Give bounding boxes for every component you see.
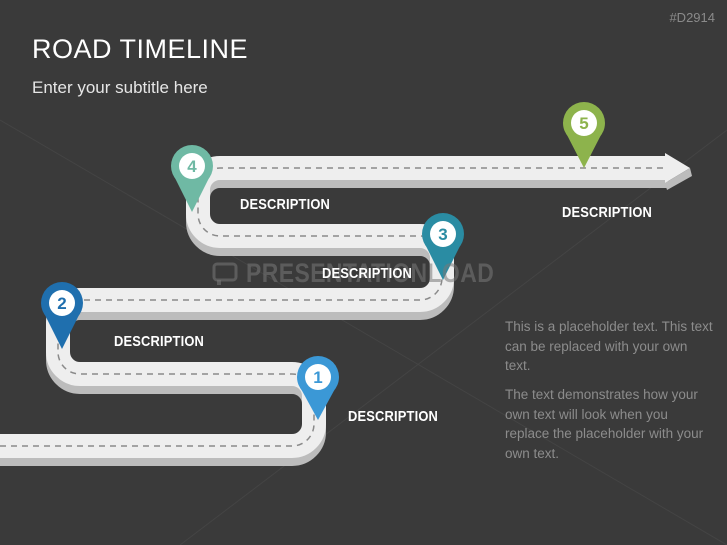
road-arrow-head [665, 153, 690, 183]
road-arrow-head-shadow [665, 168, 692, 190]
placeholder-paragraph-2: The text demonstrates how your own text … [505, 387, 704, 461]
watermark-logo-icon [212, 262, 238, 285]
pin-2-number: 2 [57, 294, 66, 313]
pin-3-number: 3 [438, 225, 447, 244]
pin-4: 4 [171, 145, 213, 212]
milestone-2-description: DESCRIPTION [114, 333, 205, 350]
pin-1-number: 1 [313, 368, 322, 387]
pin-5-number: 5 [579, 114, 588, 133]
pin-5: 5 [563, 102, 605, 168]
pin-1: 1 [297, 356, 339, 420]
pin-4-number: 4 [187, 157, 197, 176]
placeholder-paragraph-1: This is a placeholder text. This text ca… [505, 319, 713, 373]
background-lines [0, 119, 727, 545]
pin-3: 3 [422, 213, 464, 280]
milestone-3-description: DESCRIPTION [322, 265, 413, 282]
milestone-5-description: DESCRIPTION [562, 204, 653, 221]
document-id: #D2914 [669, 10, 715, 25]
milestone-4-description: DESCRIPTION [240, 196, 331, 213]
slide-subtitle: Enter your subtitle here [32, 78, 208, 97]
road-center-line [0, 167, 668, 447]
milestone-1-description: DESCRIPTION [348, 408, 439, 425]
watermark-text: PRESENTATIONLOAD [246, 258, 495, 288]
slide-title: ROAD TIMELINE [32, 34, 249, 64]
pin-2: 2 [41, 282, 83, 349]
